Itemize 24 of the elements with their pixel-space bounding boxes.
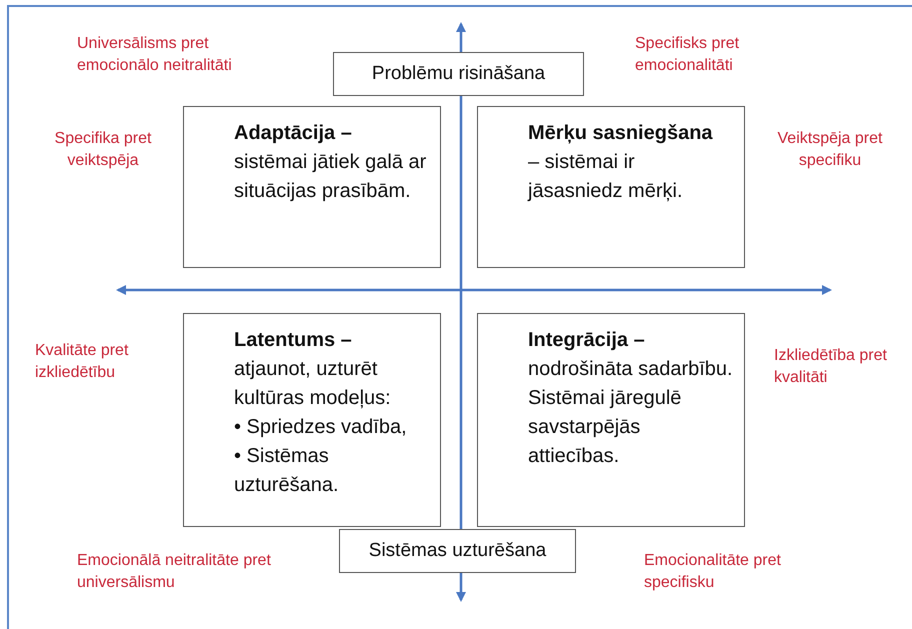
- dimension-label: Specifika pret veiktspēja: [54, 129, 152, 171]
- dimension-label: Kvalitāte pret izkliedētību: [35, 341, 130, 383]
- quadrant-box: [183, 313, 441, 527]
- quadrant-text: – sistēmai ir jāsasniedz mērķi.: [528, 150, 684, 204]
- dimension-label: Specifisks pret emocionalitāti: [635, 34, 740, 76]
- quadrant-text: • Sistēmas uzturēšana.: [234, 444, 340, 498]
- dimension-label: Veiktspēja pret specifiku: [776, 129, 884, 171]
- dimension-label: Emocionalitāte pret specifisku: [644, 551, 782, 593]
- dimension-label: Emocionālā neitralitāte pret universālismu: [77, 551, 272, 593]
- quadrant-text: sistēmai jātiek galā ar situācijas prasībām.: [234, 150, 428, 204]
- quadrant-heading: Mērķu sasniegšana: [528, 121, 714, 146]
- quadrant-box: [477, 106, 745, 268]
- axis-label-box: Sistēmas uzturēšana: [339, 529, 576, 573]
- quadrant-text: atjaunot, uzturēt kultūras modeļus:: [234, 357, 392, 411]
- axis-label-box: Problēmu risināšana: [333, 52, 584, 96]
- quadrant-box: [477, 313, 745, 527]
- quadrant-heading: Adaptācija –: [234, 121, 353, 146]
- quadrant-heading: Integrācija –: [528, 328, 646, 353]
- dimension-label: Izkliedētība pret kvalitāti: [774, 346, 888, 388]
- quadrant-heading: Latentums –: [234, 328, 353, 353]
- quadrant-box: [183, 106, 441, 268]
- quadrant-text: • Spriedzes vadība,: [234, 415, 408, 440]
- quadrant-text: nodrošināta sadarbību. Sistēmai jāregulē savstarpējās attiecības.: [528, 357, 734, 469]
- dimension-label: Universālisms pret emocionālo neitralitāti: [77, 34, 233, 76]
